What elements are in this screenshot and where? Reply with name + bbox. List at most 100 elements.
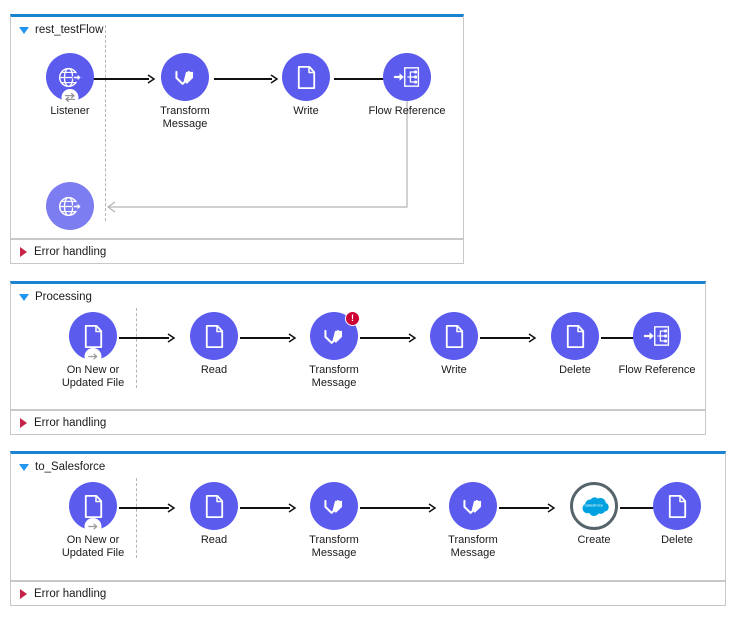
source-separator	[136, 308, 137, 388]
node-delete[interactable]: Delete	[530, 312, 620, 377]
svg-text:salesforce: salesforce	[585, 503, 604, 508]
dataweave-icon	[460, 493, 487, 520]
node-label: Transform Message	[448, 534, 498, 559]
node-bubble[interactable]	[282, 53, 330, 101]
node-bubble[interactable]	[190, 482, 238, 530]
connector-2	[240, 332, 298, 344]
node-bubble[interactable]	[551, 312, 599, 360]
node-bubble[interactable]	[633, 312, 681, 360]
connector-3	[360, 502, 438, 514]
node-bubble[interactable]	[310, 482, 358, 530]
node-transform-message-2[interactable]: Transform Message	[428, 482, 518, 560]
error-handling-label: Error handling	[34, 416, 107, 429]
poll-arrow-badge	[84, 518, 102, 535]
flow-header-rest-testflow[interactable]: rest_testFlow	[19, 22, 103, 38]
flow-header-processing[interactable]: Processing	[19, 289, 92, 305]
source-separator	[136, 478, 137, 558]
flow-body: On New or Updated File	[11, 454, 725, 580]
node-label: Listener	[50, 105, 90, 117]
error-handling-strip-3[interactable]: Error handling	[10, 581, 726, 606]
node-on-new-or-updated-file[interactable]: On New or Updated File	[48, 312, 138, 390]
expand-arrow-icon[interactable]	[20, 417, 27, 428]
collapse-arrow-icon[interactable]	[19, 293, 29, 301]
node-bubble-wrap	[190, 482, 238, 530]
error-badge-icon[interactable]: !	[345, 311, 360, 326]
error-handling-label: Error handling	[34, 587, 107, 600]
node-label: Flow Reference	[618, 364, 696, 376]
node-transform-message-1[interactable]: Transform Message	[289, 482, 379, 560]
node-label: On New or Updated File	[61, 534, 125, 559]
node-bubble[interactable]: salesforce	[570, 482, 618, 530]
node-label: Read	[200, 534, 228, 546]
collapse-arrow-icon[interactable]	[19, 26, 29, 34]
node-bubble-wrap	[46, 182, 94, 230]
http-exchange-badge	[61, 89, 79, 106]
node-label: On New or Updated File	[61, 364, 125, 389]
flow-reference-icon	[643, 323, 671, 349]
node-label: Transform Message	[309, 534, 359, 559]
node-http-response[interactable]	[25, 182, 115, 234]
node-bubble[interactable]	[383, 53, 431, 101]
node-flow-reference[interactable]: Flow Reference	[362, 53, 452, 118]
node-transform-message[interactable]: Transform Message	[140, 53, 230, 131]
node-bubble-wrap	[449, 482, 497, 530]
node-bubble-wrap: salesforce	[570, 482, 618, 530]
node-read[interactable]: Read	[169, 312, 259, 377]
node-listener[interactable]: Listener	[25, 53, 115, 118]
flow-body: Listener	[11, 17, 463, 238]
node-label: Transform Message	[309, 364, 359, 389]
node-on-new-or-updated-file[interactable]: On New or Updated File	[48, 482, 138, 560]
expand-arrow-icon[interactable]	[20, 246, 27, 257]
node-label: Create	[577, 534, 611, 546]
collapse-arrow-icon[interactable]	[19, 463, 29, 471]
flow-title: Processing	[35, 291, 92, 303]
flow-panel-processing[interactable]: Processing	[10, 281, 706, 410]
flow-body: On New or Updated File	[11, 284, 705, 409]
globe-arrow-icon	[57, 64, 84, 91]
node-flow-reference[interactable]: Flow Reference	[612, 312, 702, 377]
node-bubble[interactable]	[190, 312, 238, 360]
node-write[interactable]: Write	[409, 312, 499, 377]
node-create[interactable]: salesforce Create	[549, 482, 639, 547]
flow-reference-icon	[393, 64, 421, 90]
node-bubble-wrap	[633, 312, 681, 360]
node-bubble-wrap	[161, 53, 209, 101]
node-label: Delete	[661, 534, 693, 546]
node-bubble[interactable]	[161, 53, 209, 101]
node-label: Write	[293, 105, 319, 117]
connector-listener-transform	[93, 73, 157, 85]
expand-arrow-icon[interactable]	[20, 588, 27, 599]
error-handling-label: Error handling	[34, 245, 107, 258]
node-label: Flow Reference	[368, 105, 446, 117]
node-transform-message[interactable]: ! Transform Message	[289, 311, 379, 390]
node-write[interactable]: Write	[261, 53, 351, 118]
node-bubble[interactable]	[449, 482, 497, 530]
node-delete[interactable]: Delete	[632, 482, 722, 547]
node-label: Write	[441, 364, 467, 376]
error-handling-strip-1[interactable]: Error handling	[10, 239, 464, 264]
node-bubble[interactable]	[430, 312, 478, 360]
error-handling-strip-2[interactable]: Error handling	[10, 410, 706, 435]
document-icon	[442, 323, 467, 350]
error-badge-glyph: !	[351, 313, 354, 323]
connector-1	[119, 332, 177, 344]
node-bubble[interactable]	[46, 182, 94, 230]
node-bubble-wrap	[383, 53, 431, 101]
flow-panel-rest-testflow[interactable]: rest_testFlow	[10, 14, 464, 239]
node-read[interactable]: Read	[169, 482, 259, 547]
dataweave-icon	[321, 323, 348, 350]
node-bubble-wrap	[551, 312, 599, 360]
source-separator	[105, 25, 106, 221]
dataweave-icon	[172, 64, 199, 91]
document-icon	[665, 493, 690, 520]
document-icon	[81, 323, 106, 350]
node-bubble[interactable]	[69, 312, 117, 360]
salesforce-cloud-icon: salesforce	[579, 495, 609, 517]
flow-panel-to-salesforce[interactable]: to_Salesforce	[10, 451, 726, 581]
dataweave-icon	[321, 493, 348, 520]
node-bubble[interactable]	[653, 482, 701, 530]
document-icon	[294, 64, 319, 91]
flow-header-to-salesforce[interactable]: to_Salesforce	[19, 459, 105, 475]
globe-arrow-icon	[57, 193, 84, 220]
